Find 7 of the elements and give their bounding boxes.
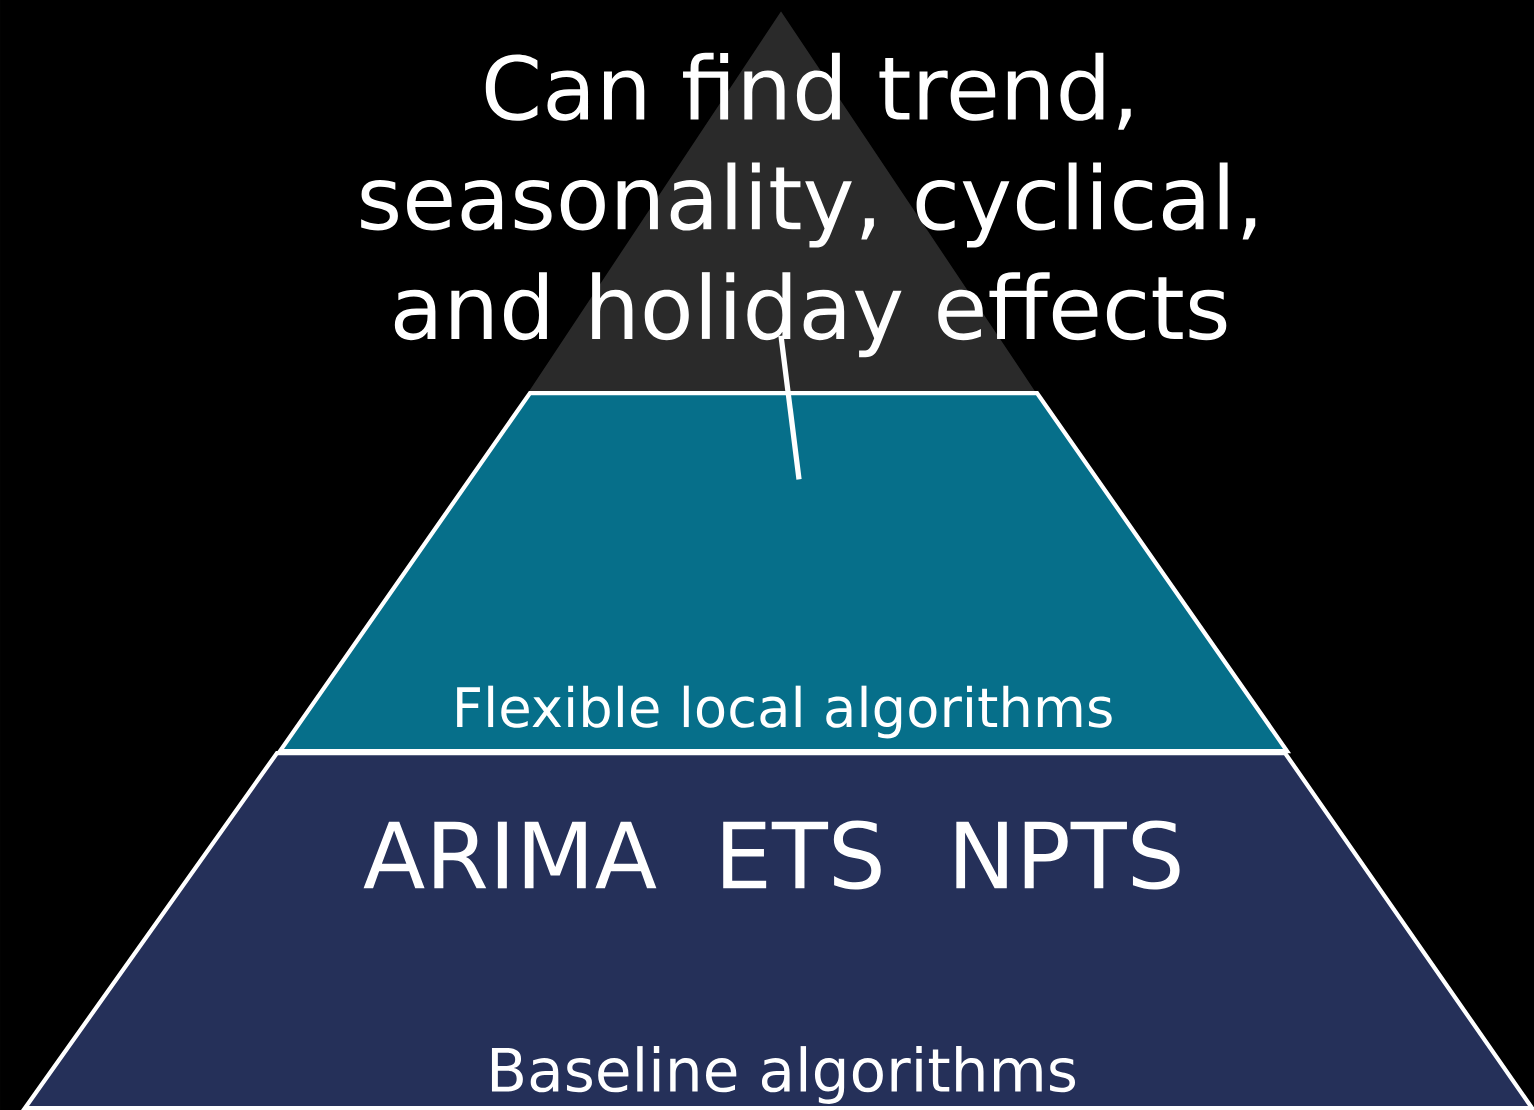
tier-label: Baseline algorithms (491, 1046, 1075, 1104)
tier-label: NPTS (956, 820, 1180, 890)
leader-line (778, 335, 802, 480)
tier-label: Flexible local algorithms (457, 685, 1112, 739)
tier-label: Can find trend, seasonality, cyclical, and holiday effects (361, 52, 1256, 358)
tier-label: ETS (723, 820, 881, 890)
tier-label: ARIMA (363, 821, 657, 889)
